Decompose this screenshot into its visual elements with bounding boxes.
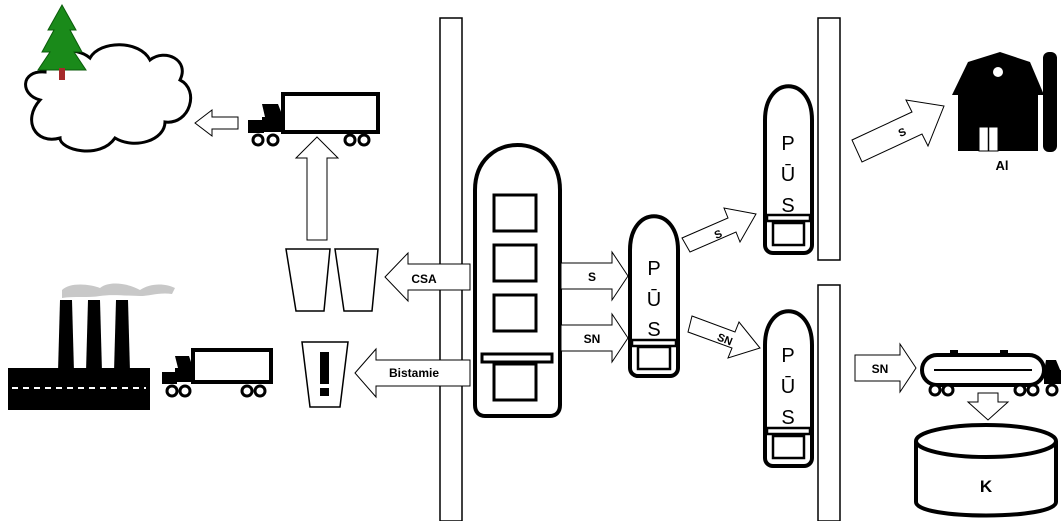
pus-ship-top-icon: P Ū S [763,84,814,255]
tree-icon [37,3,87,80]
sn-label-tanker: SN [872,362,889,376]
pus-middle-s: S [647,319,660,341]
truck-icon-top [248,92,380,147]
pus-ship-bottom-icon: P Ū S [763,309,814,468]
csa-label: CSA [411,272,437,286]
pus-bottom-s: S [781,407,794,429]
al-label: Al [996,158,1009,173]
pier-wall-right-bottom [817,284,841,521]
arrow-bistamie: Bistamie [354,347,471,399]
pier-wall-right-top [817,17,841,261]
bistamie-label: Bistamie [389,366,439,380]
s-label-barn: S [897,126,908,140]
barn-icon [952,52,1057,152]
k-label: K [980,477,993,496]
pus-middle-u: Ū [647,288,661,311]
arrow-sn-to-tanker: SN [854,342,917,394]
factory-icon [8,283,175,410]
arrow-left-to-cloud [194,108,239,138]
bin-icon-left [285,248,331,312]
pus-bottom-u: Ū [781,375,795,398]
sn-label-diagonal-down: SN [715,332,734,349]
s-label-diagonal-up: S [713,228,724,242]
arrow-s-diagonal-up: S [681,207,757,253]
tanker-truck-icon [920,350,1061,397]
s-label-middle: S [588,270,596,284]
truck-icon-bottom [162,348,273,398]
storage-tank-icon [914,423,1058,518]
arrow-up-to-truck [294,136,340,241]
arrow-down-to-tank [966,392,1010,421]
arrow-s-to-barn: S [851,99,945,163]
arrow-s-middle: S [560,250,629,302]
hazard-bin-icon [301,341,349,408]
arrow-sn-diagonal-down: SN [687,315,761,359]
bin-icon-right [334,248,379,312]
pus-top-u: Ū [781,163,795,186]
pus-middle-p: P [647,258,660,280]
arrow-sn-middle: SN [560,312,629,364]
pus-top-s: S [781,195,794,217]
arrow-csa: CSA [384,251,471,303]
large-ship-icon [473,143,562,418]
sn-label-middle: SN [584,332,601,346]
pus-top-p: P [781,133,794,155]
pus-ship-middle-icon: P Ū S [628,214,680,378]
pus-bottom-p: P [781,345,794,367]
